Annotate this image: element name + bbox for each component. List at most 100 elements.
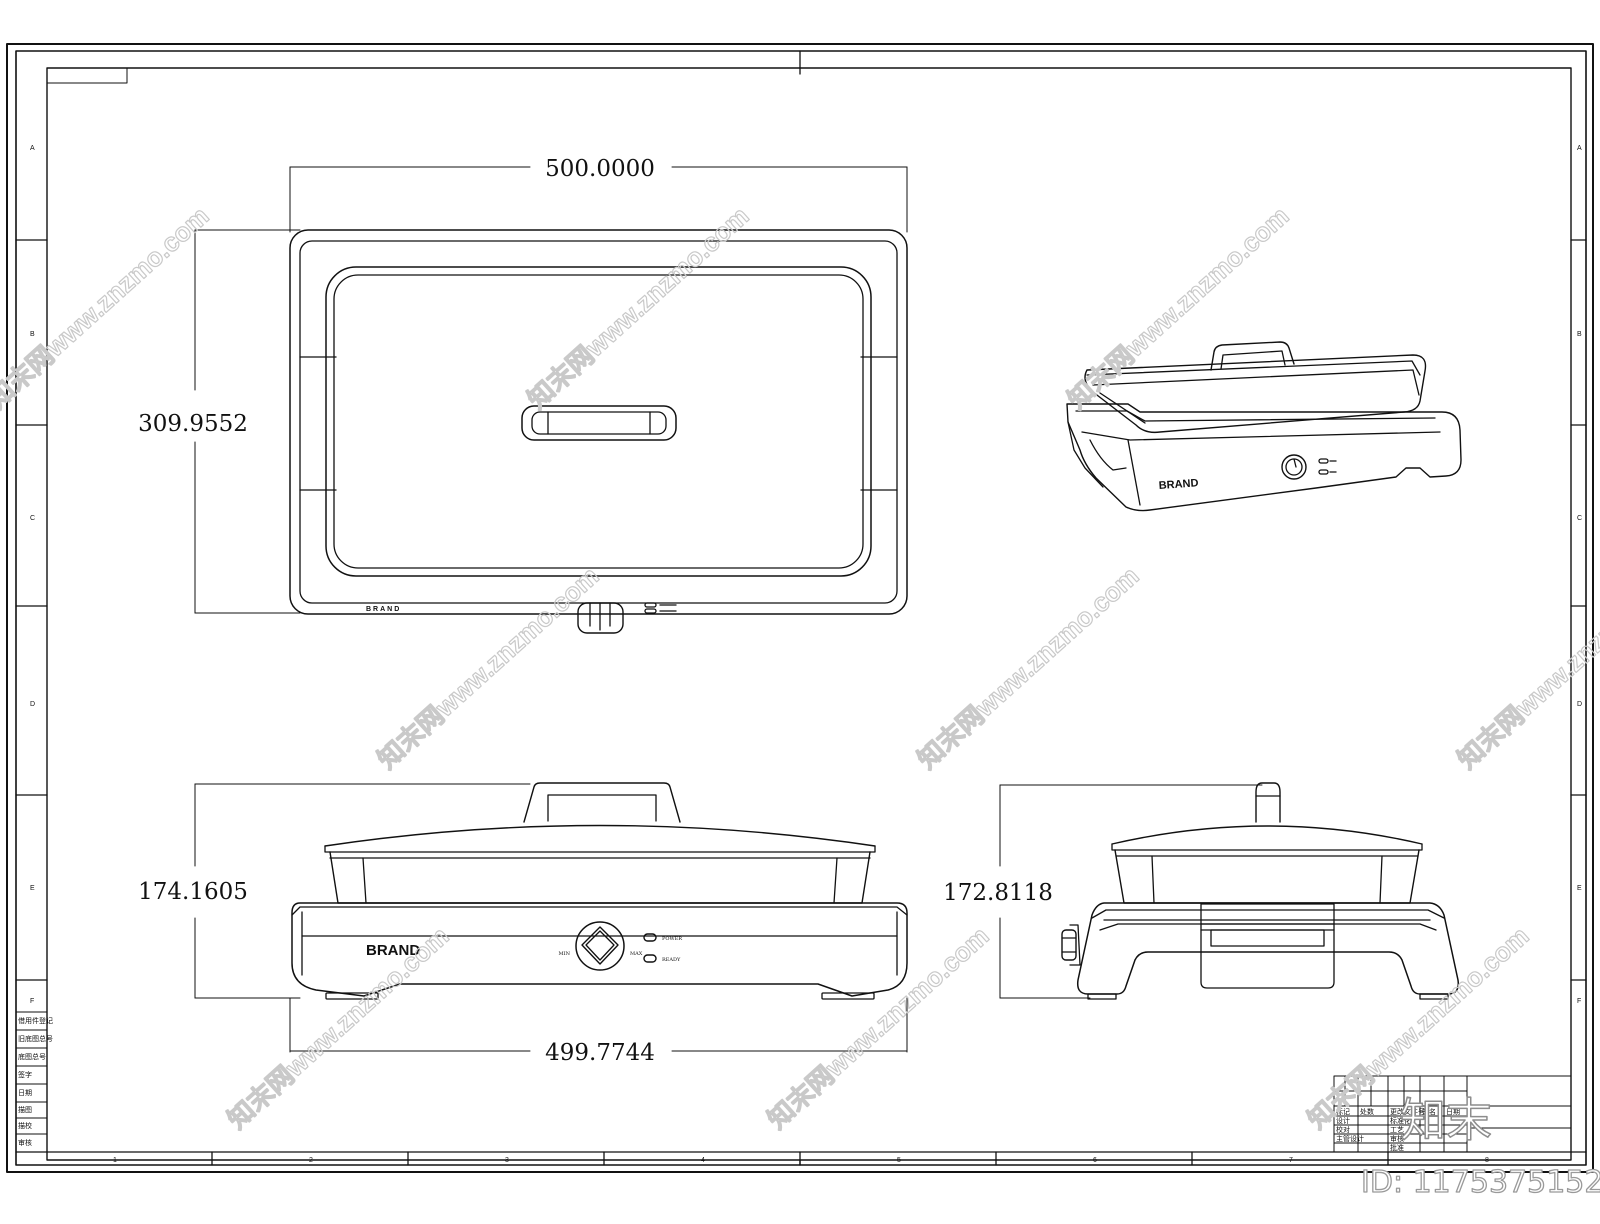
- left-record-table: 借用件登记 旧底图总号 底图总号 签字 日期 描图 描校 审核: [15, 1011, 53, 1153]
- bottom-zone-ticks: [211, 1151, 1389, 1166]
- title-block-cell-date: 日期: [1446, 1108, 1460, 1116]
- title-block-cell-approve: 批准: [1390, 1143, 1404, 1152]
- col-number-2: 2: [309, 1157, 313, 1164]
- title-block-cell-review: 审核: [1390, 1134, 1404, 1143]
- col-number-4: 4: [701, 1157, 705, 1164]
- top-view-base-outline: [289, 229, 908, 615]
- iso-brand-label: BRAND: [1158, 477, 1199, 492]
- isometric-view: BRAND: [1066, 341, 1462, 512]
- side-height-dimension: 172.8118: [943, 880, 1053, 906]
- left-table-row-3: 底图总号: [18, 1052, 46, 1061]
- col-number-5: 5: [897, 1157, 901, 1164]
- top-view: 500.0000 309.9552 BRAND: [138, 156, 908, 634]
- iso-base-outline: [1066, 403, 1462, 512]
- row-letter-right-c: C: [1577, 515, 1582, 522]
- watermark-logo: 知末: [1400, 1093, 1492, 1147]
- row-letter-left-e: E: [30, 885, 35, 892]
- drawing-frame: [6, 43, 1594, 1173]
- iso-knob: [1281, 454, 1307, 480]
- front-view-lid-handle: [523, 782, 681, 823]
- title-block-cell-chief: 主管设计: [1336, 1134, 1364, 1143]
- row-letter-left-f: F: [30, 998, 34, 1005]
- top-view-handle-inner: [531, 411, 667, 435]
- title-block-cell-change-no: 更改文件号: [1390, 1107, 1425, 1116]
- side-view-lid-dome: [1111, 825, 1423, 845]
- side-view-drip-tray: [1200, 923, 1335, 989]
- front-view-power-light: [643, 933, 657, 942]
- left-table-row-2: 旧底图总号: [18, 1034, 53, 1043]
- row-letter-right-a: A: [1577, 145, 1582, 152]
- front-knob-min-label: MIN: [559, 951, 571, 957]
- side-view-base: [1076, 902, 1460, 995]
- col-number-6: 6: [1093, 1157, 1097, 1164]
- title-block-cell-standard: 标准化: [1390, 1116, 1411, 1125]
- left-table-row-7: 描校: [18, 1121, 32, 1130]
- side-view-tray-top: [1200, 903, 1335, 925]
- watermark-8: 知末网www.znzmo.com: [762, 921, 995, 1135]
- watermark-5: 知末网www.znzmo.com: [912, 561, 1145, 775]
- side-view-lid-handle: [1255, 782, 1281, 823]
- iso-lid-outline: [1084, 354, 1427, 434]
- front-view-right-foot: [821, 992, 875, 1000]
- front-ready-label: READY: [662, 957, 681, 963]
- front-view-knob: [575, 921, 625, 971]
- iso-lid-handle: [1210, 341, 1295, 371]
- top-depth-dimension: 309.9552: [138, 411, 248, 437]
- watermark-7: 知末网www.znzmo.com: [222, 921, 455, 1135]
- side-view: 172.8118: [943, 782, 1460, 1000]
- col-number-3: 3: [505, 1157, 509, 1164]
- title-block-cell-marker: 标记: [1336, 1107, 1350, 1116]
- top-view-handle: [521, 405, 677, 441]
- title-block-cell-check: 校对: [1336, 1125, 1350, 1134]
- front-view-width-dimension: [289, 997, 908, 1053]
- top-view-lid-outline: [325, 266, 872, 577]
- left-table-row-4: 签字: [18, 1070, 32, 1079]
- watermark-id: ID: 1175375152: [1361, 1165, 1600, 1200]
- left-table-row-6: 描图: [18, 1105, 32, 1114]
- watermark-1: 知末网www.znzmo.com: [0, 201, 215, 415]
- row-letter-right-d: D: [1577, 701, 1582, 708]
- top-view-depth-dimension: [194, 229, 301, 614]
- row-letter-left-d: D: [30, 701, 35, 708]
- title-block-cell-process: 工艺: [1390, 1126, 1404, 1134]
- front-height-dimension: 174.1605: [138, 879, 248, 905]
- watermark-4: 知末网www.znzmo.com: [372, 561, 605, 775]
- watermark-layer: 知末网www.znzmo.com 知末网www.znzmo.com 知末网www…: [0, 200, 1600, 1201]
- side-view-height-dimension: [999, 784, 1263, 999]
- left-zone-ticks: [15, 239, 48, 981]
- front-knob-max-label: MAX: [630, 951, 643, 957]
- row-letter-left-a: A: [30, 145, 35, 152]
- row-letter-left-b: B: [30, 331, 35, 338]
- watermark-2: 知末网www.znzmo.com: [522, 201, 755, 415]
- watermark-6: 知末网www.znzmo.com: [1452, 561, 1600, 775]
- top-view-lid-inner: [333, 274, 864, 569]
- top-view-width-dimension: [289, 166, 908, 233]
- front-view: 174.1605 499.7744 MIN: [138, 782, 908, 1066]
- front-view-left-foot: [325, 992, 379, 1000]
- top-view-base-inner: [299, 240, 898, 604]
- front-view-brand-label: BRAND: [366, 942, 420, 959]
- watermark-3: 知末网www.znzmo.com: [1062, 201, 1295, 415]
- front-power-label: POWER: [662, 936, 682, 942]
- row-letter-right-f: F: [1577, 998, 1581, 1005]
- zone-labels: A B C D E F A B C D E F 1 2 3 4 5 6 7 8: [30, 145, 1582, 1164]
- top-width-dimension: 500.0000: [545, 156, 655, 182]
- front-width-dimension: 499.7744: [545, 1040, 655, 1066]
- title-block-cell-design: 设计: [1336, 1116, 1350, 1125]
- right-zone-ticks: [1570, 239, 1587, 981]
- left-table-row-5: 日期: [18, 1089, 32, 1097]
- front-view-lid-dome: [324, 824, 876, 847]
- row-letter-left-c: C: [30, 515, 35, 522]
- title-block: 标记 处数 更改文件号 签名 日期 设计 标准化 校对 工艺 主管设计 审核 批…: [1333, 1075, 1572, 1153]
- side-view-pan-body: [1114, 849, 1420, 904]
- top-view-brand-label: BRAND: [366, 606, 401, 613]
- col-number-7: 7: [1289, 1157, 1293, 1164]
- title-block-cell-count: 处数: [1360, 1107, 1374, 1116]
- side-view-knob: [1061, 929, 1077, 961]
- col-number-1: 1: [113, 1157, 117, 1164]
- left-table-row-1: 借用件登记: [18, 1016, 53, 1025]
- row-letter-right-b: B: [1577, 331, 1582, 338]
- front-view-pan-body: [329, 851, 871, 904]
- left-table-row-8: 审核: [18, 1138, 32, 1147]
